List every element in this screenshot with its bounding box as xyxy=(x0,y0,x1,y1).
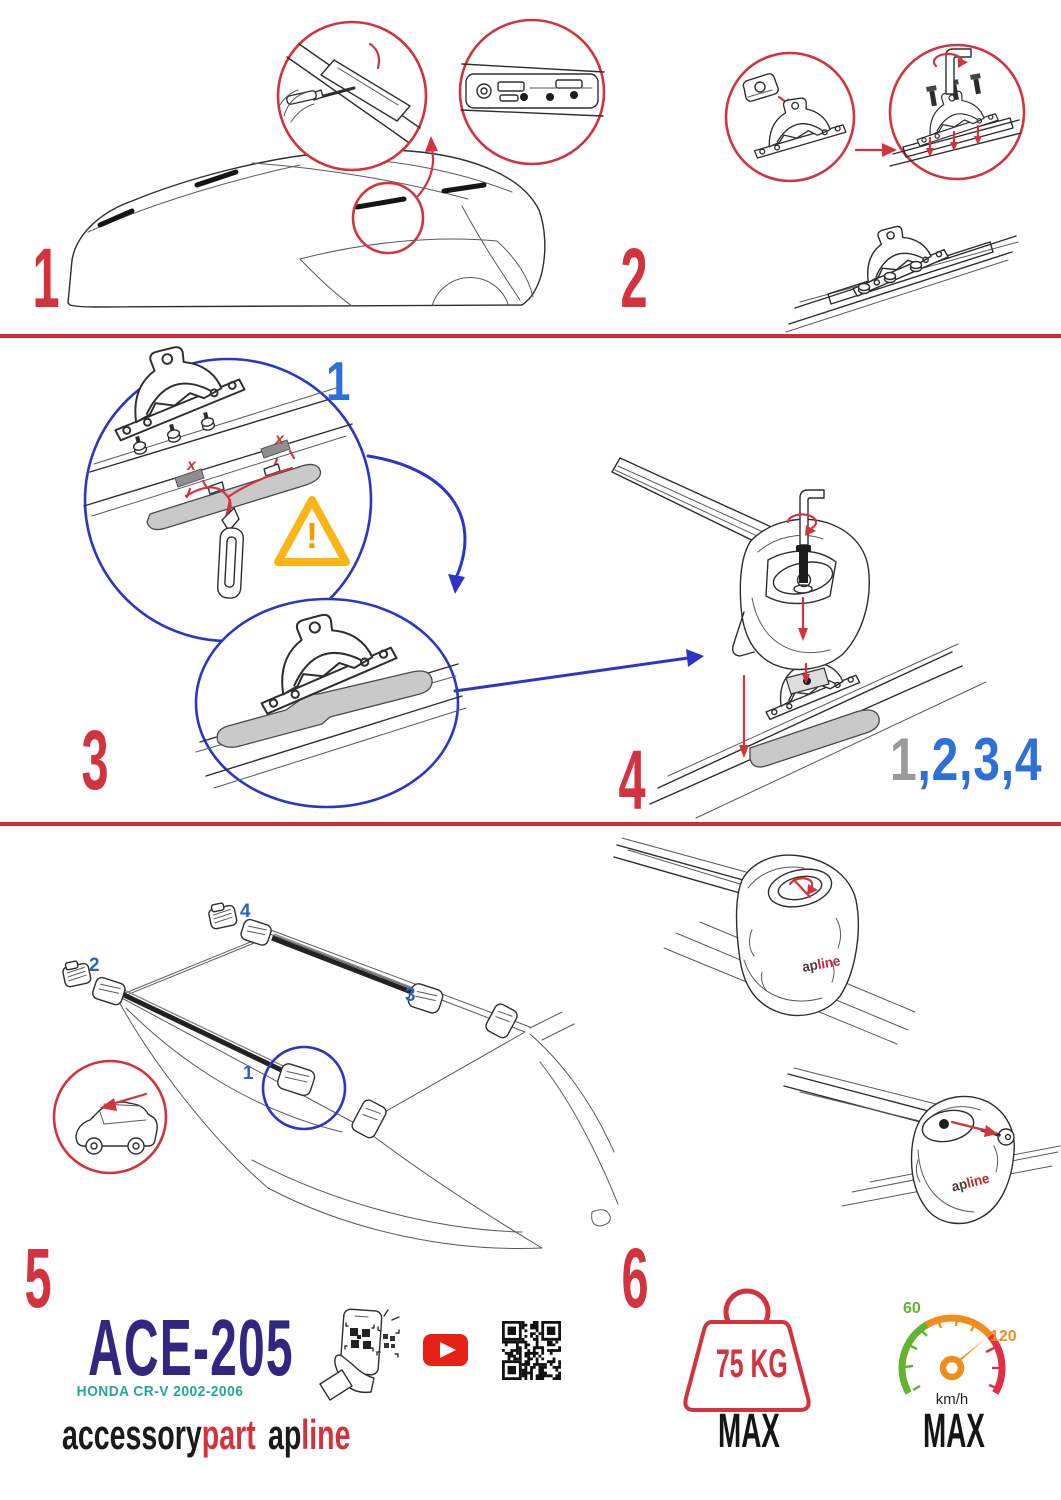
step3-figure xyxy=(83,332,704,809)
step4-figure xyxy=(611,457,987,819)
foot-closeup-lock xyxy=(613,837,916,1045)
step-number-2: 2 xyxy=(620,231,648,325)
speed-unit-label: km/h xyxy=(935,1391,969,1408)
cut-mark-2: x xyxy=(275,431,284,448)
step-number-3: 3 xyxy=(81,713,109,807)
step5-figure xyxy=(52,899,619,1249)
step6-figure xyxy=(613,837,1061,1225)
sequence-blue: ,2,3,4 xyxy=(917,726,1043,793)
step2-figure xyxy=(724,43,1026,333)
sequence-label: 1,2,3,4 xyxy=(890,730,1042,790)
magnifier-clip-nut xyxy=(724,51,856,183)
position-label-4: 4 xyxy=(240,901,251,922)
cut-step-callout: 1 xyxy=(326,350,351,412)
travel-direction-inset xyxy=(52,1059,168,1175)
position-label-1: 1 xyxy=(243,1063,254,1084)
allen-key-icon xyxy=(945,48,972,95)
max-load-label: MAX xyxy=(718,1405,780,1458)
max-load-value: 75 KG xyxy=(716,1342,788,1386)
vehicle-fitment: HONDA CR-V 2002-2006 xyxy=(76,1383,244,1400)
warning-exclamation: ! xyxy=(306,515,318,556)
youtube-icon xyxy=(423,1334,468,1366)
weight-max-icon xyxy=(683,1288,811,1412)
lock-nuts xyxy=(857,260,923,295)
max-speed-label: MAX xyxy=(923,1405,985,1458)
studs-nuts xyxy=(132,411,216,455)
magnifier-rail-openings xyxy=(458,18,606,166)
position-label-2: 2 xyxy=(89,955,100,976)
screwdriver-icon xyxy=(286,86,356,105)
step-number-4: 4 xyxy=(618,733,646,827)
foot-closeup-key xyxy=(783,1067,1061,1225)
brand-line: line xyxy=(301,1411,351,1458)
qr-code xyxy=(502,1321,561,1380)
step-number-6: 6 xyxy=(621,1231,649,1325)
trim-cover xyxy=(146,463,322,531)
speed-120-label: 120 xyxy=(990,1328,1017,1345)
sequence-gray: 1 xyxy=(890,726,918,793)
brand-ap: ap xyxy=(267,1411,302,1458)
speedometer-icon xyxy=(898,1314,1006,1395)
maker-part: part xyxy=(201,1411,256,1458)
step-number-1: 1 xyxy=(32,231,60,325)
step-number-5: 5 xyxy=(24,1231,52,1325)
separator-top xyxy=(0,334,1061,338)
product-model: ACE-205 xyxy=(88,1303,294,1392)
separator-bottom xyxy=(0,822,1061,826)
maker-accessory: accessory xyxy=(62,1411,202,1458)
rotate-lock-icon xyxy=(788,877,818,899)
position-label-3: 3 xyxy=(405,985,416,1006)
warning-triangle-icon xyxy=(274,496,350,566)
step1-figure xyxy=(67,136,546,308)
utility-knife-icon xyxy=(216,498,245,599)
cut-mark-1: x xyxy=(187,457,196,474)
phone-scan-icon xyxy=(319,1308,400,1401)
bracket-on-rail xyxy=(785,214,1019,333)
magnifier-cover-pry xyxy=(276,20,428,172)
speed-60-label: 60 xyxy=(903,1300,921,1317)
magnifier-bolting xyxy=(888,43,1026,181)
